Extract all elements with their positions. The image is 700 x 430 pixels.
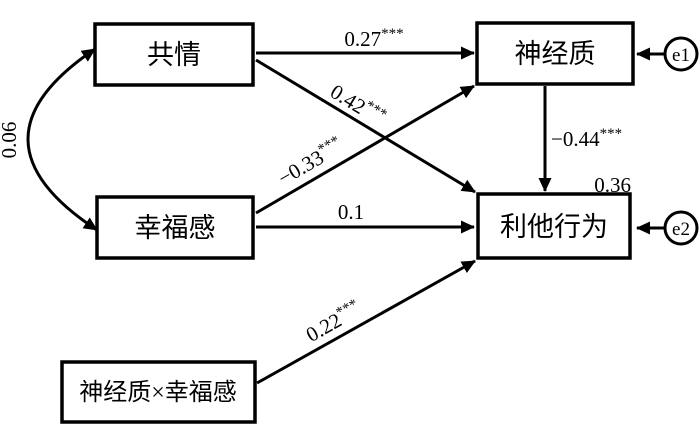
covariance-arc-empathy-wellbeing [26, 47, 98, 232]
error-circle-e1 [663, 36, 699, 72]
node-box-empathy [93, 22, 255, 87]
path-arrow-empathy-altruism [255, 58, 476, 194]
error-circle-e2 [663, 210, 699, 246]
r-squared-label-altruism: 0.36 [594, 173, 631, 197]
coef-label-wellbeing-altruism: 0.1 [338, 200, 364, 224]
path-arrow-wellbeing-neuroticism [255, 84, 475, 215]
node-box-wellbeing [95, 195, 255, 260]
error-label-e1: e1 [672, 45, 690, 66]
error-label-e2: e2 [672, 219, 690, 240]
coef-label-empathy-wellbeing-covariance: 0.06 [0, 122, 21, 159]
coef-label-empathy-neuroticism: 0.27*** [344, 26, 403, 51]
node-label-empathy: 共情 [147, 40, 201, 70]
node-label-neuroticism: 神经质 [515, 39, 596, 69]
node-box-altruism [476, 192, 632, 260]
node-box-interaction [60, 360, 257, 424]
node-label-altruism: 利他行为 [500, 212, 608, 242]
node-label-wellbeing: 幸福感 [135, 213, 216, 243]
path-arrow-interaction-altruism [256, 259, 476, 385]
coef-label-neuroticism-altruism: −0.44*** [551, 126, 622, 151]
node-box-neuroticism [475, 21, 635, 86]
node-label-interaction: 神经质×幸福感 [79, 379, 237, 406]
